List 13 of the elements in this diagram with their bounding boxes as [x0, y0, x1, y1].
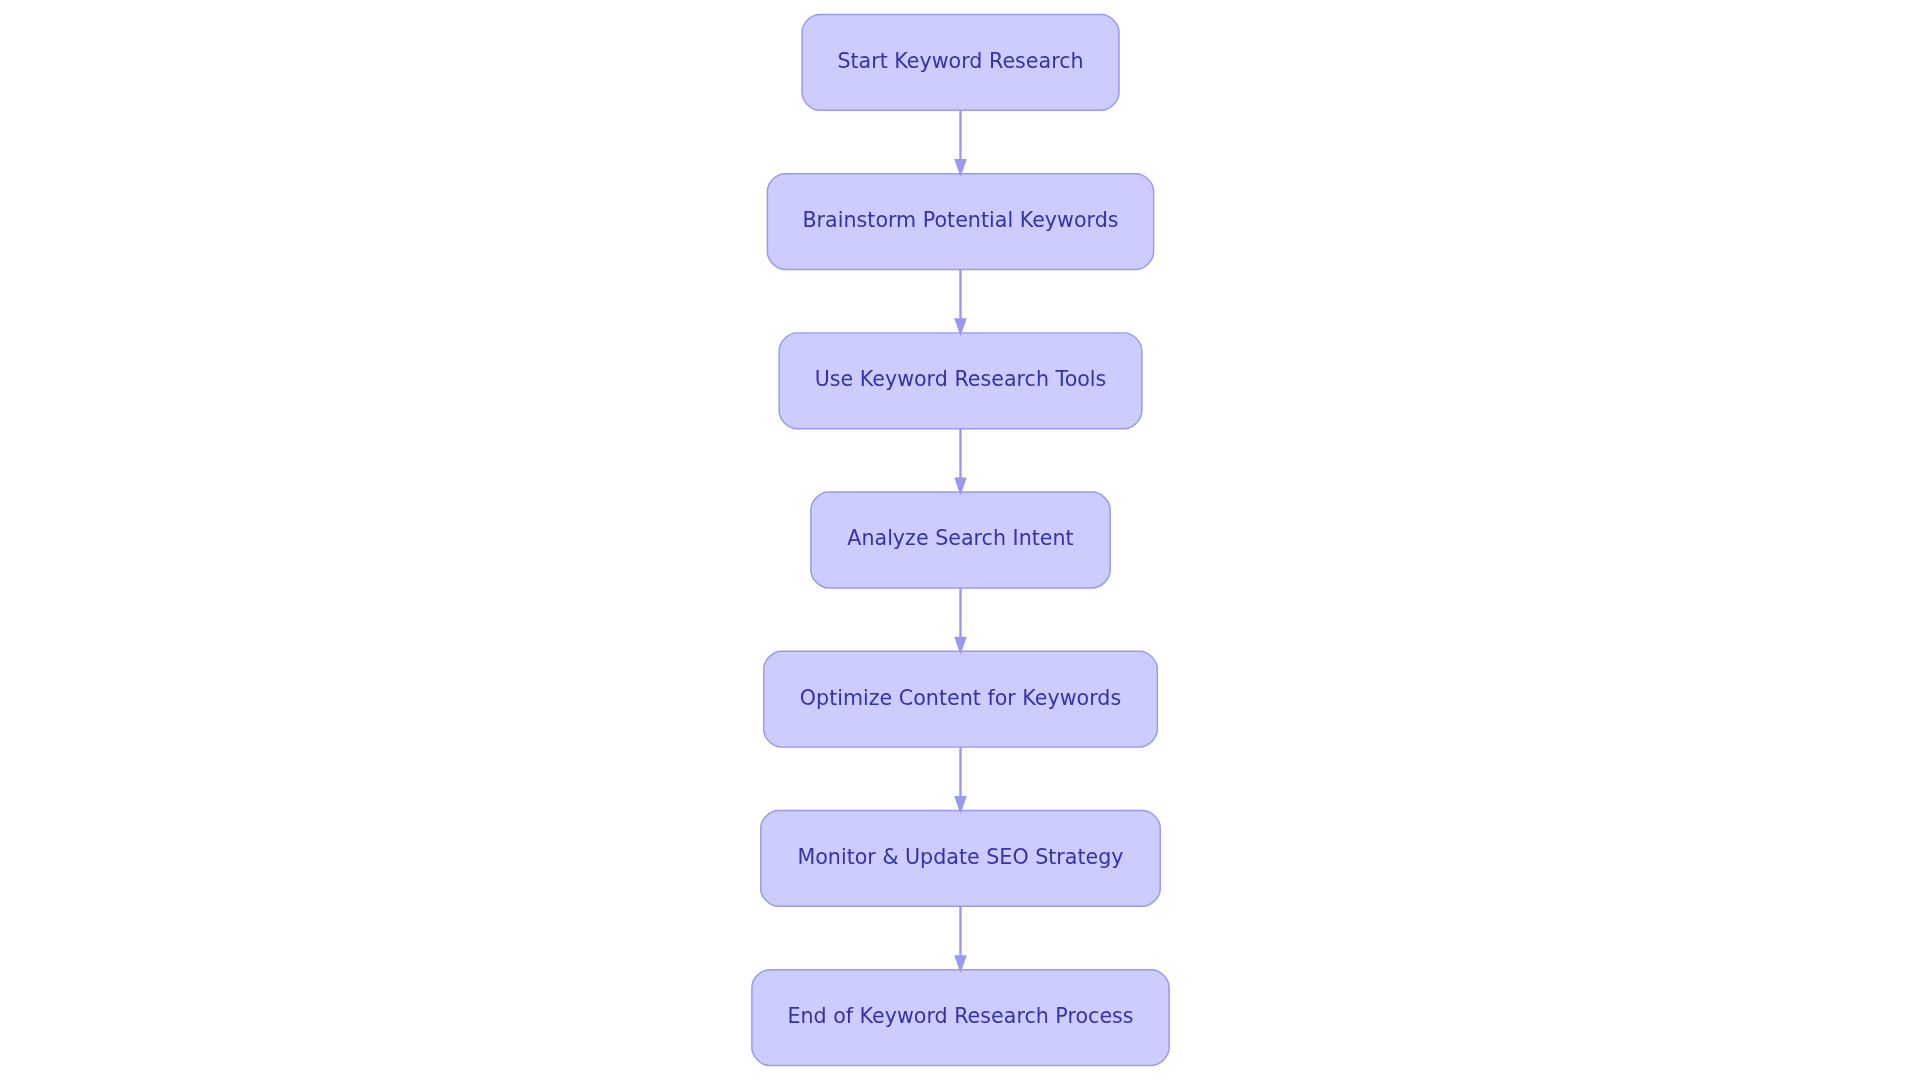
arrow [953, 269, 967, 337]
node-box: Use Keyword Research Tools [777, 332, 1143, 430]
node-box: Optimize Content for Keywords [762, 650, 1158, 748]
arrow [953, 428, 967, 496]
node-box: End of Keyword Research Process [750, 969, 1170, 1067]
arrow [953, 747, 967, 814]
node-box: Start Keyword Research [800, 13, 1120, 111]
node-box: Analyze Search Intent [809, 491, 1111, 589]
arrow [953, 587, 967, 655]
arrow [953, 906, 967, 974]
node-box: Brainstorm Potential Keywords [766, 172, 1154, 271]
node-box: Monitor & Update SEO Strategy [759, 809, 1161, 908]
arrow [953, 110, 967, 178]
